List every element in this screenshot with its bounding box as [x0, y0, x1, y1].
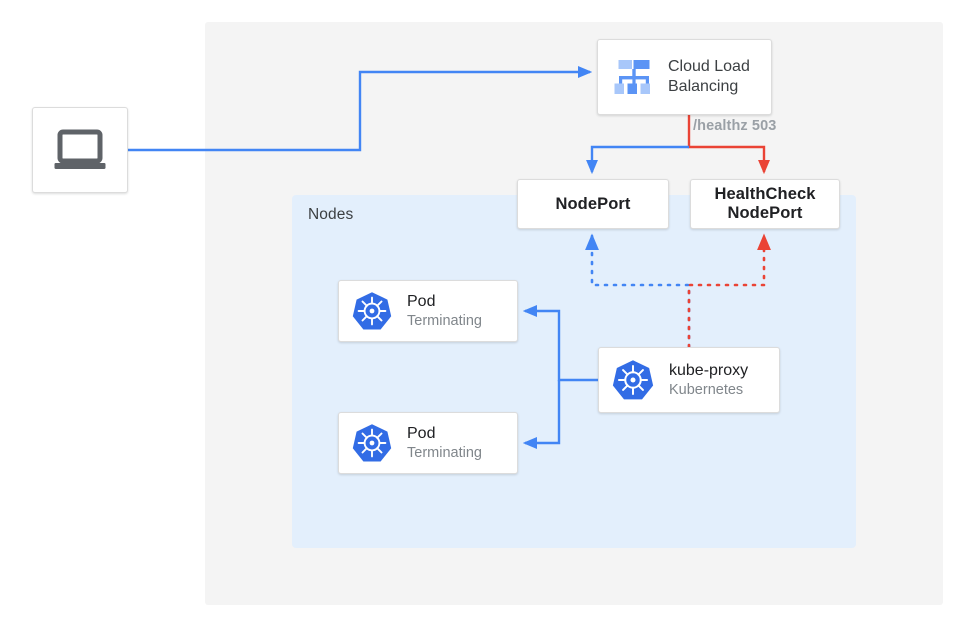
kubernetes-icon — [351, 290, 393, 332]
pod-label-stack: Pod Terminating — [407, 424, 482, 462]
nodes-panel-label: Nodes — [308, 206, 354, 223]
pod-status: Terminating — [407, 444, 482, 461]
healthcheck-nodeport-line1: HealthCheck — [714, 185, 816, 204]
healthcheck-nodeport-box: HealthCheck NodePort — [690, 179, 840, 229]
laptop-icon — [53, 128, 107, 172]
pod-name: Pod — [407, 424, 436, 442]
cloud-load-balancing-line2: Balancing — [668, 78, 739, 95]
kube-proxy-subtitle: Kubernetes — [669, 381, 744, 398]
nodeport-box: NodePort — [517, 179, 669, 229]
nodeport-label: NodePort — [555, 194, 631, 213]
healthz-status-label: /healthz 503 — [693, 118, 777, 134]
cloud-load-balancing-icon — [612, 57, 656, 97]
pod-status: Terminating — [407, 312, 482, 329]
cloud-load-balancing-line1: Cloud Load — [668, 57, 750, 75]
pod-box: Pod Terminating — [338, 280, 518, 342]
kube-proxy-box: kube-proxy Kubernetes — [598, 347, 780, 413]
kubernetes-icon — [351, 422, 393, 464]
client-box — [32, 107, 128, 193]
kubernetes-icon — [611, 358, 655, 402]
pod-box: Pod Terminating — [338, 412, 518, 474]
healthcheck-nodeport-line2: NodePort — [727, 204, 803, 222]
cloud-load-balancing-label: Cloud Load Balancing — [668, 57, 750, 98]
healthcheck-nodeport-label: HealthCheck NodePort — [714, 185, 815, 223]
kube-proxy-name: kube-proxy — [669, 361, 749, 379]
pod-name: Pod — [407, 292, 436, 310]
kube-proxy-label-stack: kube-proxy Kubernetes — [669, 361, 748, 399]
cloud-load-balancing-box: Cloud Load Balancing — [597, 39, 772, 115]
pod-label-stack: Pod Terminating — [407, 292, 482, 330]
